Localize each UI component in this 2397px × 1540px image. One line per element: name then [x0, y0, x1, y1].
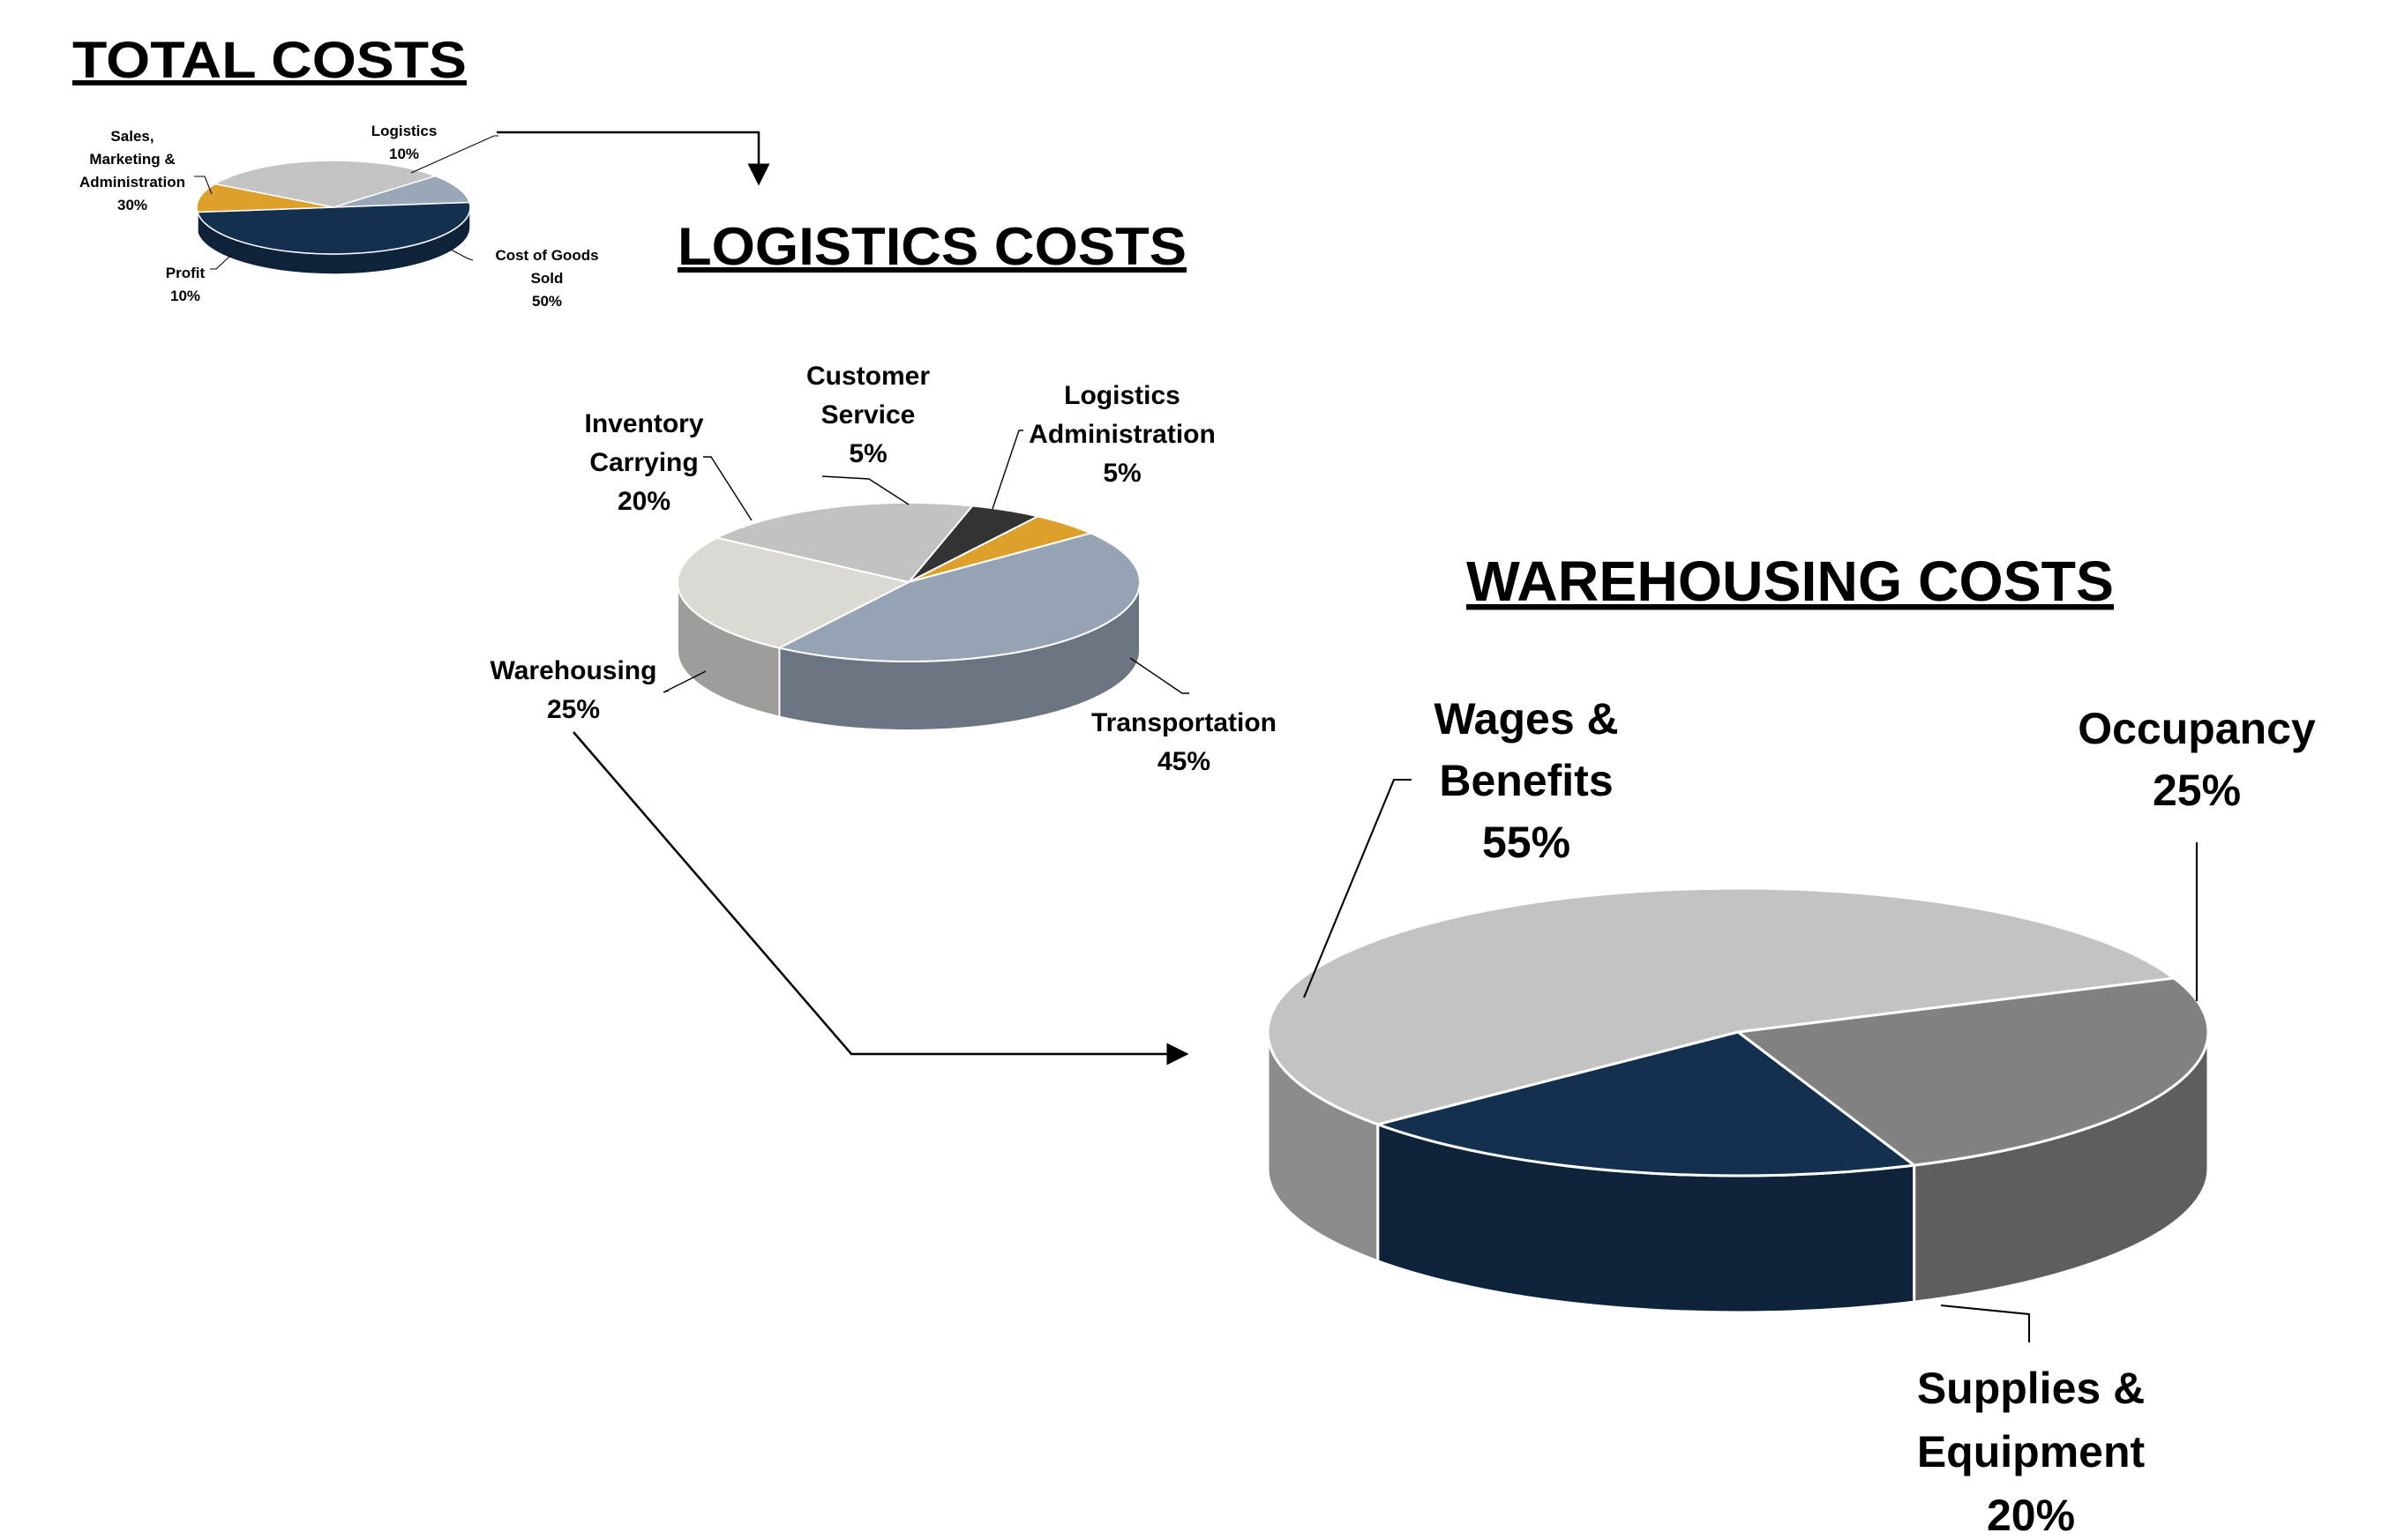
pie-slice-sales	[213, 160, 438, 208]
leader-line	[410, 135, 498, 174]
pie-slice-logistics	[333, 175, 471, 208]
pie-slice-occupancy	[1734, 976, 2210, 1167]
connector-arrow-warehousing	[573, 731, 1189, 1065]
pie-chart-2	[677, 502, 1141, 731]
pie-slice-supplies	[1373, 1030, 1918, 1177]
leader-line	[663, 670, 707, 693]
leader-line	[992, 430, 1023, 510]
leader-line	[821, 475, 910, 505]
pie-slice-warehousing	[677, 536, 911, 649]
leader-line	[1940, 1304, 2031, 1342]
pie-chart-3	[1266, 886, 2210, 1314]
leader-line	[210, 255, 231, 270]
leader-line	[194, 176, 213, 195]
chart-title: WAREHOUSING COSTS	[1466, 549, 2114, 613]
pie-slice-transportation	[776, 532, 1141, 662]
chart-title: LOGISTICS COSTS	[678, 217, 1187, 276]
pie-slice-wages	[1266, 886, 2178, 1126]
pie-slice-cost-of-goods	[196, 201, 471, 255]
chart-title: TOTAL COSTS	[72, 32, 467, 89]
pie-chart-1	[196, 160, 471, 275]
pie-slice-profit	[196, 183, 334, 213]
leader-line	[703, 456, 753, 521]
pie-slice-inventory	[714, 502, 975, 584]
connector-arrow-logistics	[497, 131, 770, 186]
leader-line	[1129, 657, 1189, 694]
leader-line	[450, 249, 474, 261]
leader-line	[1303, 778, 1412, 998]
